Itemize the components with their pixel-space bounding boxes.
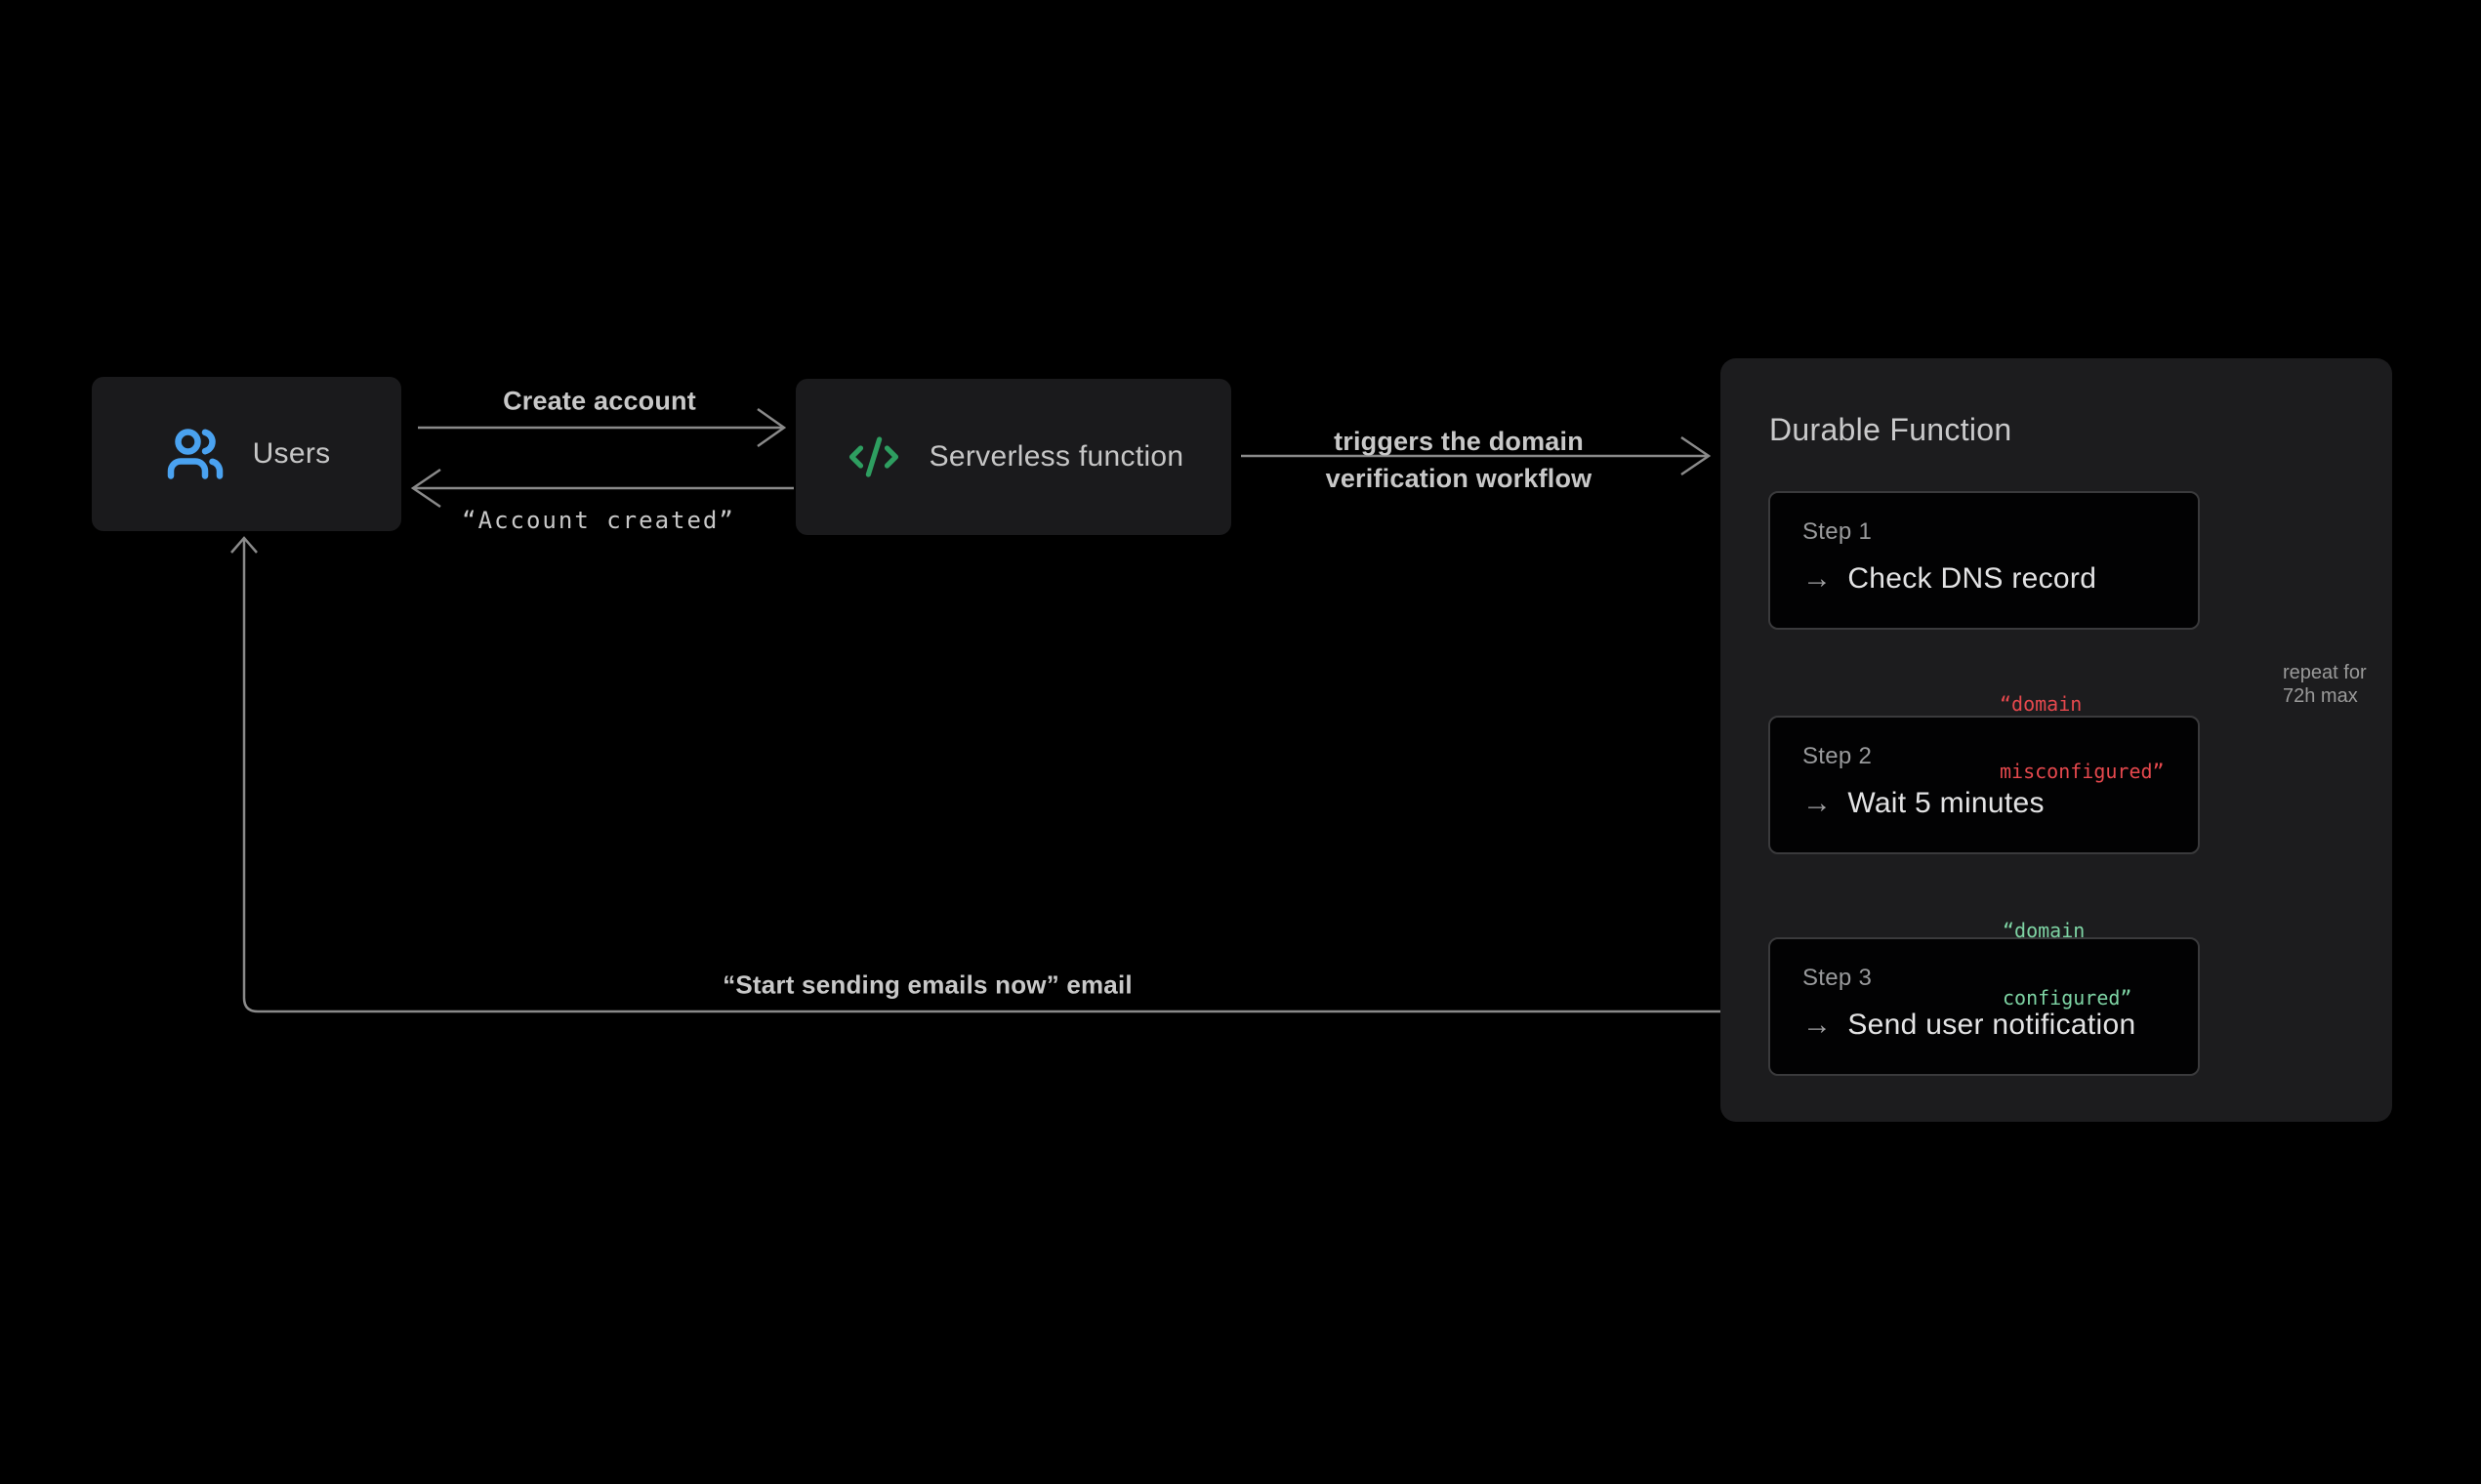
domain-configured-line1: “domain bbox=[2003, 919, 2086, 942]
step-2-box: Step 2 → Wait 5 minutes bbox=[1768, 716, 2200, 854]
start-sending-emails-label: “Start sending emails now” email bbox=[723, 969, 1133, 1000]
step-1-action-text: Check DNS record bbox=[1847, 562, 2097, 595]
durable-function-title: Durable Function bbox=[1769, 412, 2012, 447]
step-3-action: → Send user notification bbox=[1802, 1009, 2198, 1042]
serverless-function-label: Serverless function bbox=[929, 440, 1184, 473]
domain-misconfigured-label: “domain misconfigured” bbox=[2000, 648, 2165, 828]
account-created-arrow bbox=[410, 468, 794, 509]
domain-configured-label: “domain configured” bbox=[2003, 875, 2131, 1054]
step-3-box: Step 3 → Send user notification bbox=[1768, 937, 2200, 1076]
domain-configured-line2: configured” bbox=[2003, 986, 2132, 1010]
step-2-action-text: Wait 5 minutes bbox=[1847, 787, 2045, 819]
send-email-return-line bbox=[230, 536, 1768, 1013]
step-arrow-icon: → bbox=[1802, 787, 1833, 819]
triggers-workflow-label-line2: verification workflow bbox=[1325, 464, 1592, 493]
step-3-label: Step 3 bbox=[1802, 965, 1873, 991]
domain-misconfigured-line2: misconfigured” bbox=[2000, 760, 2165, 783]
step-arrow-icon: → bbox=[1802, 1009, 1833, 1041]
step-1-action: → Check DNS record bbox=[1802, 562, 2198, 596]
triggers-workflow-label-line1: triggers the domain bbox=[1334, 427, 1584, 456]
users-box-label: Users bbox=[252, 437, 331, 470]
repeat-72h-label: repeat for 72h max bbox=[2283, 661, 2367, 708]
serverless-function-box: Serverless function bbox=[796, 379, 1231, 535]
step-arrow-icon: → bbox=[1802, 562, 1833, 595]
triggers-workflow-label: triggers the domain verification workflo… bbox=[1326, 423, 1592, 497]
step-2-action: → Wait 5 minutes bbox=[1802, 787, 2198, 820]
code-icon bbox=[844, 431, 904, 483]
users-box: Users bbox=[92, 377, 401, 531]
account-created-label: “Account created” bbox=[462, 507, 735, 534]
step-2-label: Step 2 bbox=[1802, 743, 1873, 769]
repeat-72h-line1: repeat for bbox=[2283, 662, 2367, 683]
step-1-label: Step 1 bbox=[1802, 518, 1873, 545]
domain-misconfigured-line1: “domain bbox=[2000, 692, 2083, 716]
step-3-action-text: Send user notification bbox=[1847, 1009, 2136, 1041]
create-account-label: Create account bbox=[503, 386, 696, 416]
users-icon bbox=[163, 425, 227, 483]
step-1-box: Step 1 → Check DNS record bbox=[1768, 491, 2200, 630]
repeat-72h-line2: 72h max bbox=[2283, 685, 2358, 707]
